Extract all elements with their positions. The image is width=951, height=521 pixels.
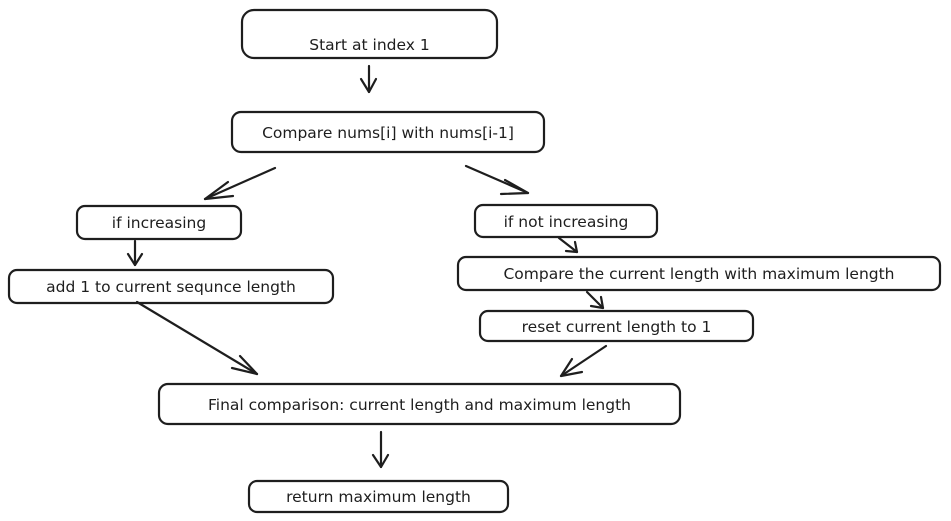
arrow-compare-to-if-not-increasing — [464, 164, 530, 196]
start-label: Start at index 1 — [309, 36, 430, 54]
arrow-if-not-increasing-to-compare-max — [557, 236, 579, 254]
arrow-start-to-compare — [359, 64, 378, 94]
arrow-reset-to-final — [559, 344, 608, 378]
compare-max-node: Compare the current length with maximum … — [456, 255, 942, 292]
if-not-increasing-node: if not increasing — [473, 203, 659, 239]
if-increasing-node: if increasing — [75, 204, 243, 241]
arrow-add-one-to-final — [135, 300, 259, 376]
compare-label: Compare nums[i] with nums[i-1] — [262, 124, 514, 142]
reset-label: reset current length to 1 — [522, 318, 712, 336]
compare-node: Compare nums[i] with nums[i-1] — [230, 110, 546, 154]
reset-node: reset current length to 1 — [478, 309, 755, 343]
compare-max-label: Compare the current length with maximum … — [503, 265, 894, 283]
return-node: return maximum length — [247, 479, 510, 514]
final-node: Final comparison: current length and max… — [157, 382, 682, 426]
return-label: return maximum length — [286, 488, 471, 506]
if-not-increasing-label: if not increasing — [504, 213, 629, 231]
add-one-node: add 1 to current sequnce length — [7, 268, 335, 305]
arrow-compare-to-if-increasing — [203, 166, 277, 201]
arrow-compare-max-to-reset — [585, 290, 605, 310]
add-one-label: add 1 to current sequnce length — [46, 278, 296, 296]
if-increasing-label: if increasing — [112, 214, 206, 232]
arrow-if-increasing-to-add-one — [126, 239, 144, 267]
arrow-final-to-return — [371, 430, 390, 469]
final-label: Final comparison: current length and max… — [208, 396, 631, 414]
start-node: Start at index 1 — [240, 8, 499, 60]
